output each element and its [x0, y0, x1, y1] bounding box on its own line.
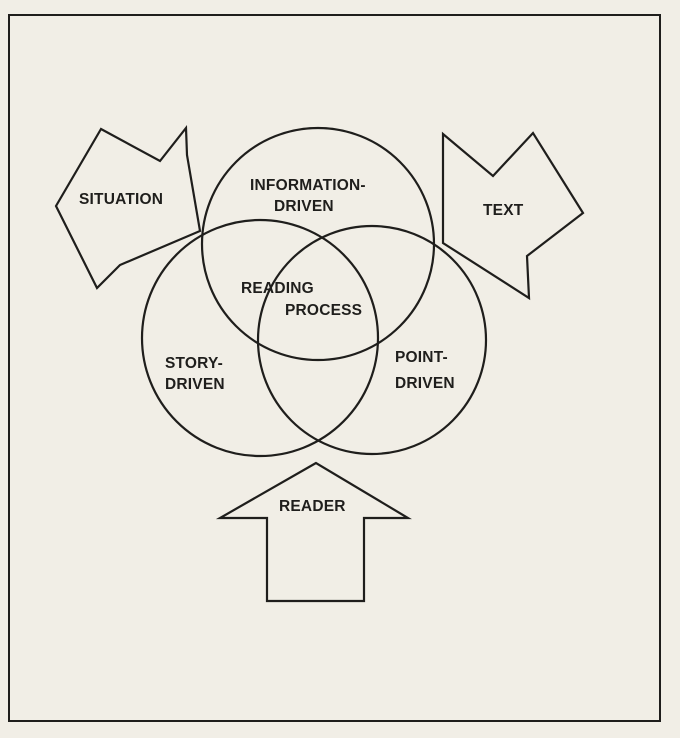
story-driven-circle	[140, 218, 380, 458]
figure-frame	[8, 14, 661, 722]
situation-arrow	[54, 124, 202, 290]
information-driven-label-line2: DRIVEN	[274, 198, 334, 215]
situation-label: SITUATION	[79, 191, 163, 208]
point-driven-circle	[256, 224, 488, 456]
point-driven-label-line1: POINT-	[395, 349, 448, 366]
information-driven-label-line1: INFORMATION-	[250, 177, 366, 194]
information-driven-circle	[200, 126, 436, 362]
text-label: TEXT	[483, 202, 524, 219]
reader-label: READER	[279, 498, 346, 515]
reading-process-label-line2: PROCESS	[285, 302, 362, 319]
reader-arrow	[215, 461, 412, 603]
text-arrow	[441, 131, 585, 301]
story-driven-label-line2: DRIVEN	[165, 376, 225, 393]
reading-process-label-line1: READING	[241, 280, 314, 297]
story-driven-label-line1: STORY-	[165, 355, 223, 372]
point-driven-label-line2: DRIVEN	[395, 375, 455, 392]
